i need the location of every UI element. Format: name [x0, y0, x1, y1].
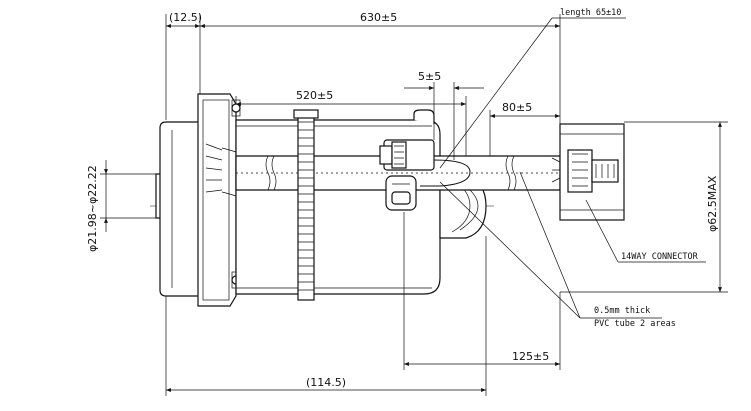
dim-80: 80±5 [502, 101, 532, 114]
note-14way-connector: 14WAY CONNECTOR [621, 252, 699, 262]
note-pvc-tube: PVC tube 2 areas [594, 319, 676, 329]
dim-12-5: (12.5) [169, 11, 202, 24]
motor-flange [197, 93, 237, 307]
sensor-clip [379, 139, 471, 211]
dim-length-65: length 65±10 [560, 8, 621, 18]
dim-5: 5±5 [418, 70, 441, 83]
dim-diameter-right: φ62.5MAX [706, 175, 719, 232]
wire-harness [205, 143, 561, 197]
note-pvc-thickness: 0.5mm thick [594, 306, 650, 316]
motor-assembly [155, 93, 487, 307]
dim-114-5: (114.5) [306, 376, 346, 389]
dimension-lines [100, 14, 728, 396]
flange-bolt-top [231, 103, 241, 113]
dim-125: 125±5 [512, 350, 549, 363]
dim-520: 520±5 [296, 89, 333, 102]
cable-tie [293, 109, 319, 301]
motor-end-cap [159, 121, 201, 297]
dim-630: 630±5 [360, 11, 397, 24]
dim-diameter-left: φ21.98~φ22.22 [86, 165, 99, 252]
connector-14way [551, 123, 625, 221]
